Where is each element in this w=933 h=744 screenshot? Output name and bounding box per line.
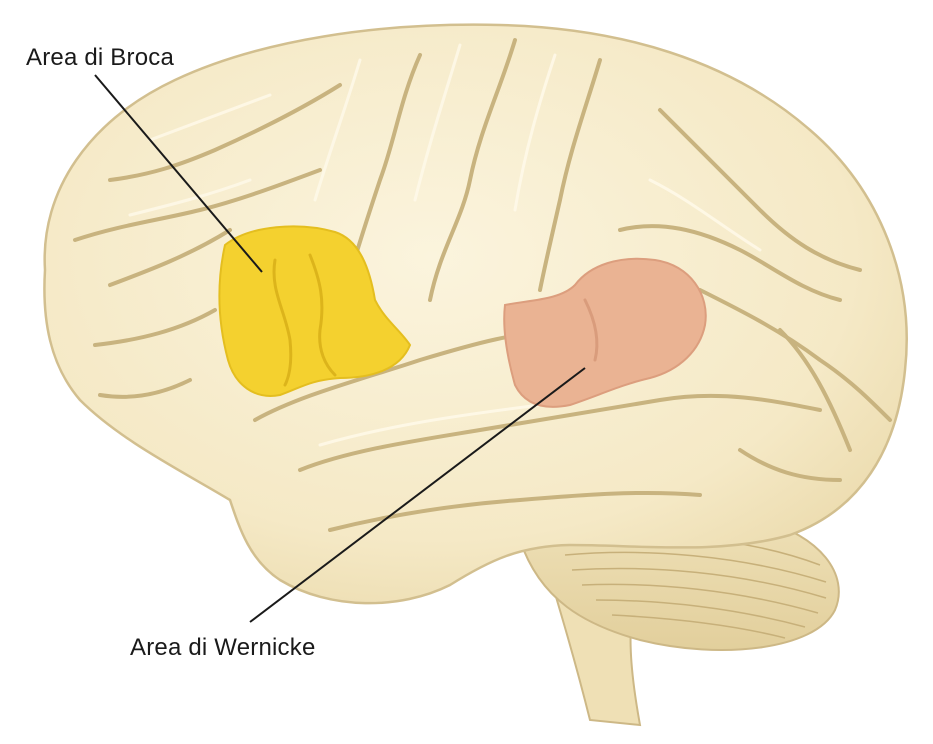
broca-label: Area di Broca (26, 44, 174, 72)
wernicke-label: Area di Wernicke (130, 634, 316, 662)
cerebrum (44, 25, 906, 603)
